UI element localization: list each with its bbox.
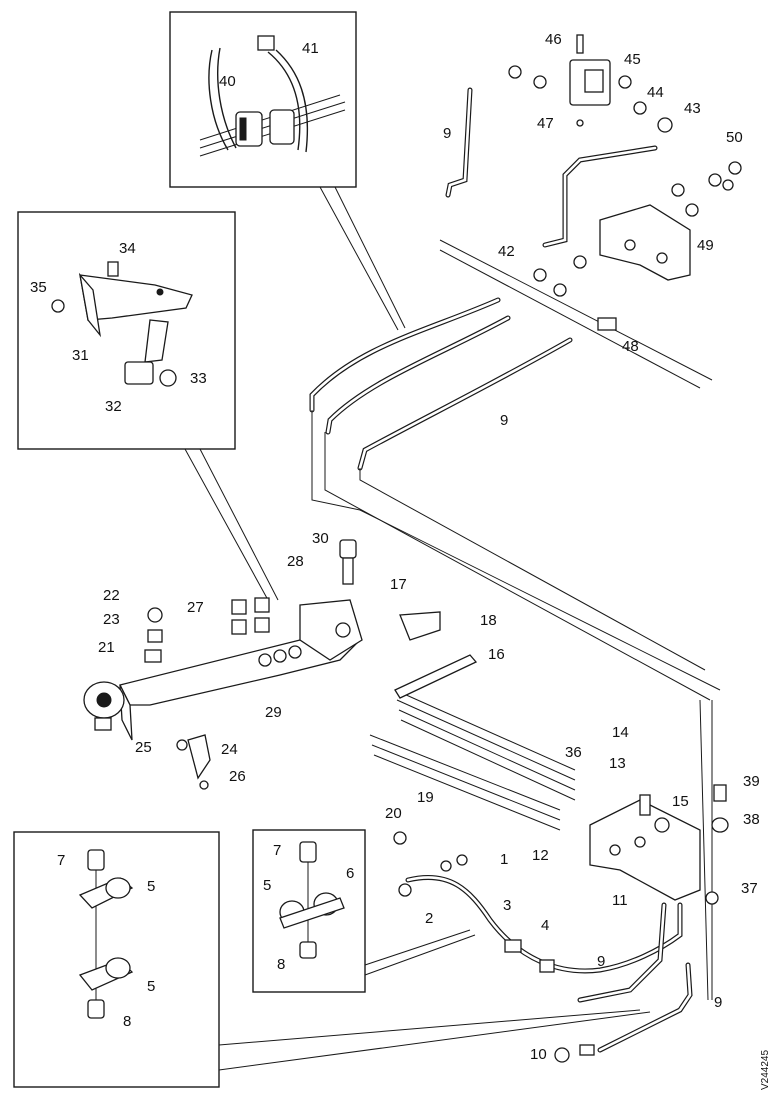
callout-5: 5 bbox=[263, 877, 271, 894]
callout-23: 23 bbox=[103, 611, 120, 628]
callout-36: 36 bbox=[565, 744, 582, 761]
callout-4: 4 bbox=[541, 917, 549, 934]
callout-28: 28 bbox=[287, 553, 304, 570]
upper-bracket bbox=[533, 161, 742, 331]
reference-code: V244245 bbox=[760, 1050, 771, 1090]
callout-32: 32 bbox=[105, 398, 122, 415]
main-assembly bbox=[83, 539, 363, 790]
callout-3: 3 bbox=[503, 897, 511, 914]
callout-19: 19 bbox=[417, 789, 434, 806]
inset-box-double-clamp bbox=[252, 829, 366, 993]
callout-14: 14 bbox=[612, 724, 629, 741]
callout-49: 49 bbox=[697, 237, 714, 254]
callout-12: 12 bbox=[532, 847, 549, 864]
callout-50: 50 bbox=[726, 129, 743, 146]
callout-30: 30 bbox=[312, 530, 329, 547]
callout-9: 9 bbox=[443, 125, 451, 142]
callout-16: 16 bbox=[488, 646, 505, 663]
callout-9: 9 bbox=[597, 953, 605, 970]
inset-box-clamp-detail bbox=[169, 11, 357, 188]
callout-40: 40 bbox=[219, 73, 236, 90]
callout-44: 44 bbox=[647, 84, 664, 101]
callout-22: 22 bbox=[103, 587, 120, 604]
callout-24: 24 bbox=[221, 741, 238, 758]
callout-7: 7 bbox=[57, 852, 65, 869]
inset-box-clamp-variants bbox=[13, 831, 220, 1088]
callout-labels: 41 40 46 45 44 43 47 9 50 49 42 48 9 34 … bbox=[30, 31, 760, 1063]
callout-27: 27 bbox=[187, 599, 204, 616]
callout-26: 26 bbox=[229, 768, 246, 785]
callout-46: 46 bbox=[545, 31, 562, 48]
callout-7: 7 bbox=[273, 842, 281, 859]
inset-leader bbox=[184, 448, 279, 601]
callout-2: 2 bbox=[425, 910, 433, 927]
inset-leader bbox=[218, 1009, 651, 1071]
callout-17: 17 bbox=[390, 576, 407, 593]
callout-35: 35 bbox=[30, 279, 47, 296]
callout-34: 34 bbox=[119, 240, 136, 257]
callout-1: 1 bbox=[500, 851, 508, 868]
callout-6: 6 bbox=[346, 865, 354, 882]
callout-9: 9 bbox=[500, 412, 508, 429]
inset-box-bracket-detail bbox=[17, 211, 236, 450]
callout-43: 43 bbox=[684, 100, 701, 117]
callout-8: 8 bbox=[277, 956, 285, 973]
callout-8: 8 bbox=[123, 1013, 131, 1030]
callout-42: 42 bbox=[498, 243, 515, 260]
callout-9: 9 bbox=[714, 994, 722, 1011]
callout-15: 15 bbox=[672, 793, 689, 810]
callout-31: 31 bbox=[72, 347, 89, 364]
callout-18: 18 bbox=[480, 612, 497, 629]
pipe-runs bbox=[309, 87, 721, 1053]
inset-leader bbox=[319, 186, 406, 331]
manifold-valve-block bbox=[508, 34, 673, 133]
callout-37: 37 bbox=[741, 880, 758, 897]
callout-38: 38 bbox=[743, 811, 760, 828]
callout-29: 29 bbox=[265, 704, 282, 721]
callout-10: 10 bbox=[530, 1046, 547, 1063]
callout-13: 13 bbox=[609, 755, 626, 772]
callout-41: 41 bbox=[302, 40, 319, 57]
callout-21: 21 bbox=[98, 639, 115, 656]
callout-5: 5 bbox=[147, 878, 155, 895]
lower-bracket bbox=[393, 611, 729, 1063]
callout-11: 11 bbox=[612, 892, 628, 909]
callout-47: 47 bbox=[537, 115, 554, 132]
inset-leader bbox=[364, 929, 476, 976]
callout-25: 25 bbox=[135, 739, 152, 756]
callout-39: 39 bbox=[743, 773, 760, 790]
callout-48: 48 bbox=[622, 338, 639, 355]
callout-33: 33 bbox=[190, 370, 207, 387]
callout-45: 45 bbox=[624, 51, 641, 68]
callout-20: 20 bbox=[385, 805, 402, 822]
callout-5: 5 bbox=[147, 978, 155, 995]
